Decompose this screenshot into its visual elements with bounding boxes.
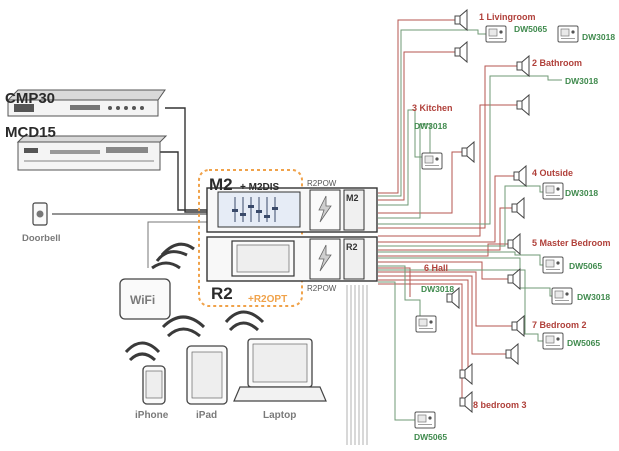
r2-unit <box>206 236 378 282</box>
r2-title: R2 <box>211 284 233 303</box>
wifi-label: WiFi <box>130 293 155 307</box>
panel-label: DW5065 <box>414 432 447 442</box>
iphone-label: iPhone <box>135 410 169 421</box>
cmp30-label: CMP30 <box>5 90 55 107</box>
wall-panels <box>414 25 579 429</box>
panel-label: DW5065 <box>514 24 547 34</box>
room-label-livingroom: 1 Livingroom <box>479 12 536 22</box>
speakers <box>446 9 530 413</box>
mcd15-device <box>16 135 168 171</box>
slot-r2-label: R2 <box>346 242 358 252</box>
mcd15-label: MCD15 <box>5 124 56 141</box>
m2-unit <box>206 187 378 233</box>
panel-label: DW3018 <box>577 292 610 302</box>
panel-label: DW5065 <box>569 261 602 271</box>
ipad-icon <box>161 315 228 405</box>
room-label-bedroom-2: 7 Bedroom 2 <box>532 320 587 330</box>
room-label-hall: 6 Hall <box>424 263 448 273</box>
laptop-label: Laptop <box>263 410 296 421</box>
room-label-master-bedroom: 5 Master Bedroom <box>532 238 611 248</box>
room-label-bedroom-3: 8 bedroom 3 <box>473 400 527 410</box>
wifi-router <box>119 242 195 320</box>
panel-label: DW3018 <box>565 188 598 198</box>
panel-label: DW3018 <box>582 32 615 42</box>
room-label-outside: 4 Outside <box>532 168 573 178</box>
doorbell-label: Doorbell <box>22 233 61 244</box>
panel-label: DW3018 <box>414 121 447 131</box>
slot-m2-label: M2 <box>346 193 359 203</box>
r2pow-label-bottom: R2POW <box>307 284 337 293</box>
cmp30-device <box>6 89 166 117</box>
r2opt-label: +R2OPT <box>248 294 287 305</box>
doorbell-icon <box>32 202 48 226</box>
m2dis-label: + M2DIS <box>240 182 280 193</box>
panel-label: DW3018 <box>565 76 598 86</box>
laptop-icon <box>224 310 327 402</box>
panel-label: DW5065 <box>567 338 600 348</box>
r2pow-label-top: R2POW <box>307 179 337 188</box>
iphone-icon <box>124 341 166 405</box>
ipad-label: iPad <box>196 410 217 421</box>
panel-label: DW3018 <box>421 284 454 294</box>
m2-title: M2 <box>209 175 233 194</box>
room-label-bathroom: 2 Bathroom <box>532 58 582 68</box>
room-label-kitchen: 3 Kitchen <box>412 103 453 113</box>
